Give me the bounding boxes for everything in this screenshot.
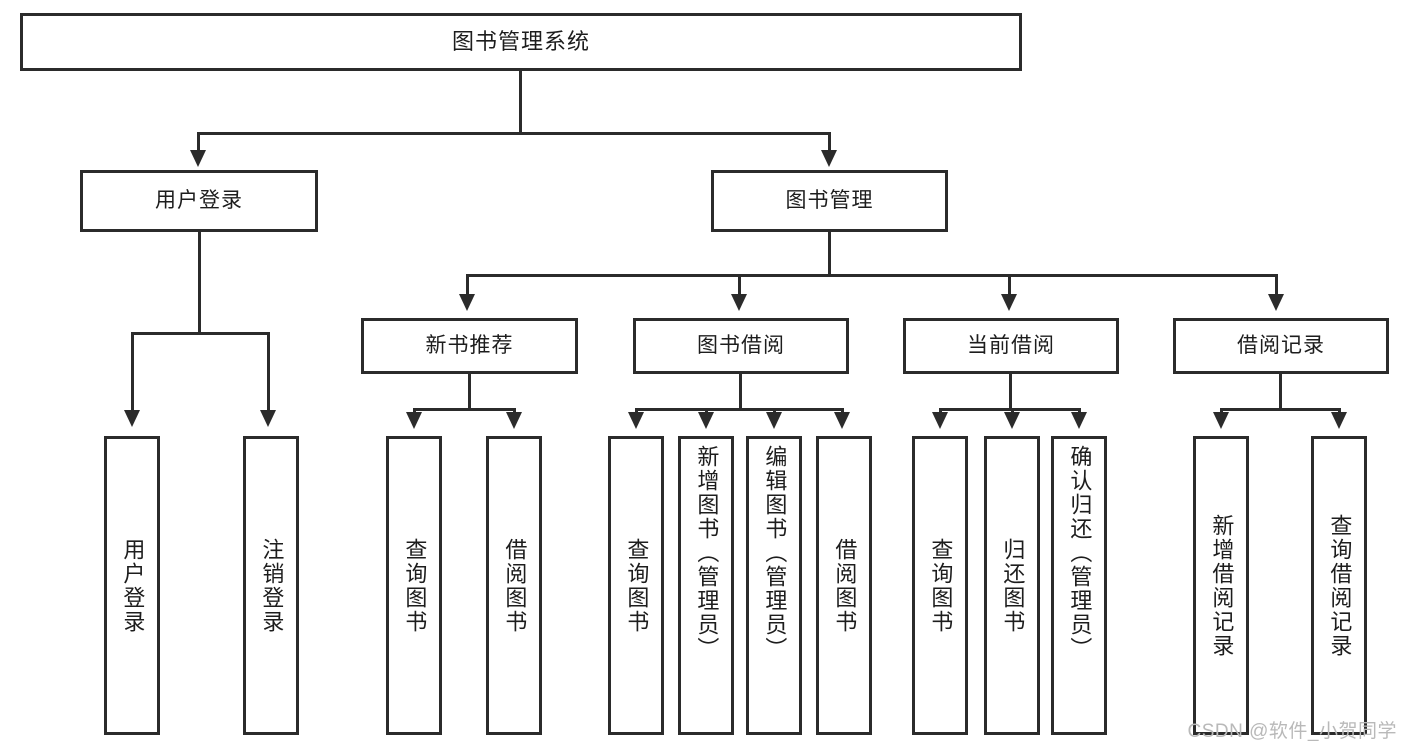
- connector-borrow-drop-4: [841, 408, 844, 414]
- connector-borrow-drop-3: [773, 408, 776, 414]
- connector-current-drop-3: [1078, 408, 1081, 414]
- connector-userlogin-drop-1: [131, 332, 134, 412]
- node-borrow-records[interactable]: 借阅记录: [1173, 318, 1389, 374]
- node-book-management-label: 图书管理: [785, 189, 874, 213]
- connector-current-stem: [1009, 374, 1012, 408]
- arrow-to-leaf-borrow-book-1: [506, 412, 522, 429]
- connector-records-drop-1: [1220, 408, 1223, 414]
- connector-bookmgmt-stem: [828, 232, 831, 274]
- connector-userlogin-stem: [198, 232, 201, 332]
- arrow-to-leaf-edit-book: [766, 412, 782, 429]
- connector-borrow-bus: [635, 408, 844, 411]
- leaf-user-login-label: 用户登录: [120, 537, 146, 634]
- arrow-to-current-borrow: [1001, 294, 1017, 311]
- node-user-login-label: 用户登录: [155, 189, 243, 213]
- connector-bookmgmt-drop-1: [466, 274, 469, 296]
- connector-current-drop-1: [939, 408, 942, 414]
- connector-borrow-drop-1: [635, 408, 638, 414]
- connector-recommend-stem: [468, 374, 471, 408]
- connector-recommend-drop-2: [513, 408, 516, 414]
- arrow-to-leaf-confirm-return: [1071, 412, 1087, 429]
- leaf-logout-label: 注销登录: [259, 537, 285, 634]
- node-user-login[interactable]: 用户登录: [80, 170, 318, 232]
- arrow-to-new-book-recommend: [459, 294, 475, 311]
- leaf-add-borrow-record-label: 新增借阅记录: [1209, 513, 1235, 658]
- connector-bookmgmt-drop-2: [738, 274, 741, 296]
- leaf-edit-book-admin[interactable]: 编辑图书（管理员）: [746, 436, 802, 735]
- arrow-to-leaf-query-book-2: [628, 412, 644, 429]
- leaf-return-book-label: 归还图书: [1000, 537, 1026, 634]
- connector-recommend-drop-1: [413, 408, 416, 414]
- node-new-book-recommend[interactable]: 新书推荐: [361, 318, 578, 374]
- leaf-confirm-return-admin[interactable]: 确认归还（管理员）: [1051, 436, 1107, 735]
- arrow-to-leaf-borrow-book-2: [834, 412, 850, 429]
- leaf-logout[interactable]: 注销登录: [243, 436, 299, 735]
- arrow-to-leaf-add-record: [1213, 412, 1229, 429]
- leaf-user-login[interactable]: 用户登录: [104, 436, 160, 735]
- arrow-to-book-management: [821, 150, 837, 167]
- leaf-query-book-recommend[interactable]: 查询图书: [386, 436, 442, 735]
- arrow-to-book-borrow: [731, 294, 747, 311]
- leaf-query-book-current[interactable]: 查询图书: [912, 436, 968, 735]
- connector-borrow-stem: [739, 374, 742, 408]
- arrow-to-leaf-add-book: [698, 412, 714, 429]
- leaf-borrow-book[interactable]: 借阅图书: [816, 436, 872, 735]
- connector-borrow-drop-2: [705, 408, 708, 414]
- connector-records-drop-2: [1338, 408, 1341, 414]
- leaf-query-book-borrow[interactable]: 查询图书: [608, 436, 664, 735]
- connector-bookmgmt-drop-3: [1008, 274, 1011, 296]
- connector-root-drop-right: [828, 132, 831, 152]
- leaf-query-book-current-label: 查询图书: [928, 537, 954, 634]
- connector-userlogin-drop-2: [267, 332, 270, 412]
- arrow-to-user-login: [190, 150, 206, 167]
- node-book-borrow-label: 图书借阅: [697, 334, 785, 358]
- node-root-system[interactable]: 图书管理系统: [20, 13, 1022, 71]
- node-current-borrow[interactable]: 当前借阅: [903, 318, 1119, 374]
- connector-current-drop-2: [1011, 408, 1014, 414]
- connector-bookmgmt-bus: [466, 274, 1278, 277]
- arrow-to-leaf-return-book: [1004, 412, 1020, 429]
- node-current-borrow-label: 当前借阅: [967, 334, 1055, 358]
- node-borrow-records-label: 借阅记录: [1237, 334, 1325, 358]
- arrow-to-leaf-query-book-1: [406, 412, 422, 429]
- arrow-to-leaf-query-record: [1331, 412, 1347, 429]
- leaf-add-book-admin[interactable]: 新增图书（管理员）: [678, 436, 734, 735]
- arrow-to-leaf-user-login: [124, 410, 140, 427]
- leaf-add-borrow-record[interactable]: 新增借阅记录: [1193, 436, 1249, 735]
- connector-userlogin-bus: [131, 332, 270, 335]
- leaf-query-book-recommend-label: 查询图书: [402, 537, 428, 634]
- leaf-query-borrow-record-label: 查询借阅记录: [1327, 513, 1353, 658]
- node-book-management[interactable]: 图书管理: [711, 170, 948, 232]
- connector-records-bus: [1220, 408, 1341, 411]
- connector-current-bus: [939, 408, 1078, 411]
- leaf-edit-book-admin-label: 编辑图书（管理员）: [762, 445, 788, 661]
- node-book-borrow[interactable]: 图书借阅: [633, 318, 849, 374]
- arrow-to-borrow-records: [1268, 294, 1284, 311]
- leaf-borrow-book-recommend-label: 借阅图书: [502, 537, 528, 634]
- node-new-book-recommend-label: 新书推荐: [425, 334, 514, 358]
- arrow-to-leaf-query-book-3: [932, 412, 948, 429]
- leaf-query-book-borrow-label: 查询图书: [624, 537, 650, 634]
- connector-root-bus: [197, 132, 831, 135]
- leaf-add-book-admin-label: 新增图书（管理员）: [694, 445, 720, 661]
- connector-bookmgmt-drop-4: [1275, 274, 1278, 296]
- connector-root-drop-left: [197, 132, 200, 152]
- arrow-to-leaf-logout: [260, 410, 276, 427]
- node-root-label: 图书管理系统: [451, 28, 590, 54]
- leaf-query-borrow-record[interactable]: 查询借阅记录: [1311, 436, 1367, 735]
- leaf-borrow-book-label: 借阅图书: [832, 537, 858, 634]
- leaf-borrow-book-recommend[interactable]: 借阅图书: [486, 436, 542, 735]
- connector-root-stem: [519, 71, 522, 132]
- leaf-confirm-return-admin-label: 确认归还（管理员）: [1067, 445, 1093, 661]
- connector-recommend-bus: [413, 408, 516, 411]
- connector-records-stem: [1279, 374, 1282, 408]
- leaf-return-book[interactable]: 归还图书: [984, 436, 1040, 735]
